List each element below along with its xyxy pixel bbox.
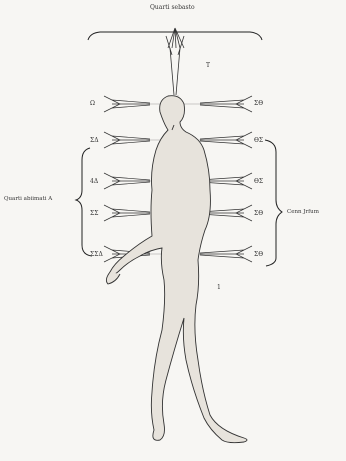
- right-number: ΣΘ: [254, 251, 263, 258]
- left-bracket: [76, 148, 92, 256]
- top-arrow-bundle: [166, 28, 184, 95]
- left-group-label: Quarti abiimati A: [4, 196, 52, 203]
- top-label: Quarti sebasto: [150, 4, 195, 11]
- left-number: ΣΣΔ: [90, 251, 103, 258]
- right-number: ΘΣ: [254, 137, 263, 144]
- left-number: 4Δ: [90, 178, 98, 185]
- right-number: ΣΘ: [254, 210, 263, 217]
- i-mark: 1: [217, 284, 221, 291]
- right-group-label: Cenn Jrfum: [287, 209, 319, 216]
- left-number: Ω: [90, 100, 95, 107]
- right-number: ΣΘ: [254, 100, 263, 107]
- left-number: ΣΣ: [90, 210, 98, 217]
- man-figure: [106, 96, 247, 443]
- right-number: ΘΣ: [254, 178, 263, 185]
- t-mark: T: [206, 62, 210, 69]
- right-bracket: [265, 140, 282, 266]
- left-number: ΣΔ: [90, 137, 99, 144]
